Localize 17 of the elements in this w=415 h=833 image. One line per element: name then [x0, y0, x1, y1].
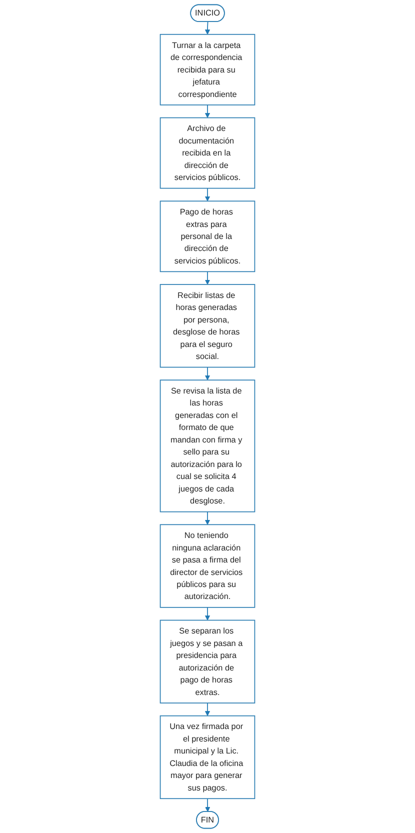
- arrow: [204, 271, 210, 285]
- arrow: [204, 702, 210, 716]
- arrow: [204, 188, 210, 202]
- node-box: Se separan los juegos y se pasan a presidencia para autorización de pago de horas extras.: [160, 620, 256, 704]
- arrow: [204, 366, 210, 380]
- node-box: Archivo de documentación recibida en la dirección de servicios públicos.: [160, 117, 256, 189]
- node-box: No teniendo ninguna aclaración se pasa a firma del director de servicios públicos para su autorización.: [160, 524, 256, 608]
- node-box: Pago de horas extras para personal de la dirección de servicios públicos.: [160, 200, 256, 272]
- arrow: [204, 606, 210, 620]
- node-box: Se revisa la lista de las horas generadas con el formato de que mandan con firma y sello para su autorización para lo cual se solicita 4 juegos de cada desglose.: [160, 380, 256, 512]
- node-box: Turnar a la carpeta de correspondencia recibida para su jefatura correspondiente: [160, 34, 256, 106]
- node-box: Una vez firmada por el presidente municipal y la Lic. Claudia de la oficina mayor para generar sus pagos.: [160, 715, 256, 800]
- node-box: Recibir listas de horas generadas por persona, desglose de horas para el seguro social.: [160, 284, 256, 368]
- arrow: [204, 511, 210, 525]
- arrow: [205, 798, 210, 812]
- arrow: [204, 21, 210, 35]
- arrow: [204, 104, 210, 118]
